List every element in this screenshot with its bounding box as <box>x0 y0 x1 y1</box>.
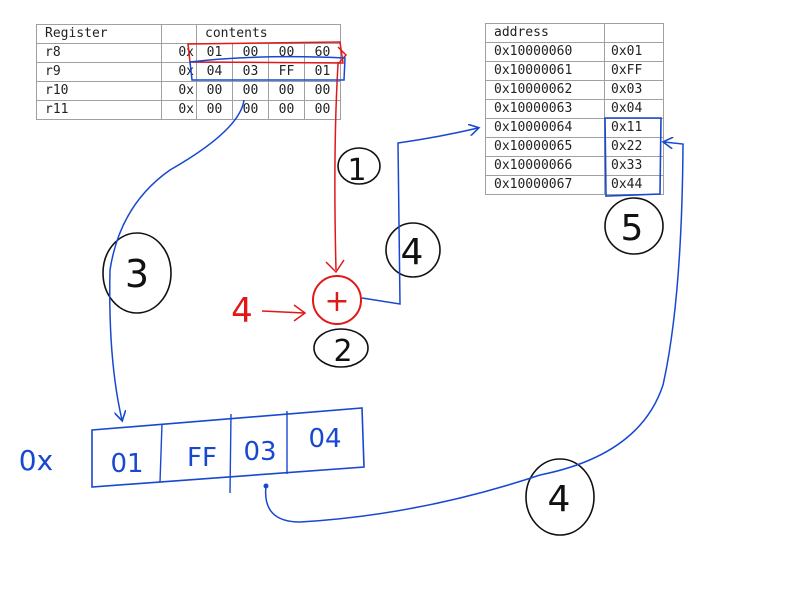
adder-plus-symbol: + <box>324 284 349 319</box>
memory-address: 0x10000067 <box>485 175 605 195</box>
memory-value: 0x11 <box>604 118 664 138</box>
step-3-label: 3 <box>125 252 149 296</box>
register-row-r10: r10 0x 00 00 00 00 <box>36 81 341 101</box>
loaded-byte: 04 <box>308 424 341 454</box>
word-to-memory-arrow <box>264 142 684 523</box>
loaded-word-label: 0x <box>19 444 53 477</box>
register-byte: 00 <box>304 81 341 101</box>
memory-value: 0xFF <box>604 61 664 81</box>
memory-row: 0x10000067 0x44 <box>485 175 664 195</box>
word-to-memory-start-dot <box>263 483 269 489</box>
memory-value: 0x44 <box>604 175 664 195</box>
step-5-label: 5 <box>621 208 644 249</box>
register-table-header: Register contents <box>36 24 341 44</box>
r8-highlight-box <box>187 41 344 64</box>
register-name: r11 <box>36 100 162 120</box>
r9-highlight-box <box>189 55 346 81</box>
step-1-circle <box>337 147 381 185</box>
register-row-r11: r11 0x 00 00 00 00 <box>36 100 341 120</box>
register-byte: 00 <box>268 43 305 63</box>
memory-value: 0x03 <box>604 80 664 100</box>
step-2-label: 2 <box>333 334 352 369</box>
memory-store-box <box>604 117 662 197</box>
memory-table-header: address <box>485 23 664 43</box>
memory-table: address 0x10000060 0x01 0x10000061 0xFF … <box>485 23 664 195</box>
adder-circle <box>312 275 362 325</box>
memory-row: 0x10000062 0x03 <box>485 80 664 100</box>
loaded-word-box <box>91 407 365 488</box>
loaded-byte: 01 <box>110 449 143 479</box>
hex-prefix: 0x <box>161 100 197 120</box>
memory-row: 0x10000066 0x33 <box>485 156 664 176</box>
step-2-circle <box>313 328 369 368</box>
loaded-byte: 03 <box>243 437 276 467</box>
step-1-label: 1 <box>347 153 366 188</box>
r8-arrow-head <box>325 259 345 274</box>
step-3-circle <box>102 232 172 314</box>
address-column-header: address <box>485 23 605 43</box>
memory-row: 0x10000060 0x01 <box>485 42 664 62</box>
step-4-label-lower: 4 <box>548 479 571 520</box>
loaded-byte: FF <box>187 443 217 473</box>
register-byte: 00 <box>268 100 305 120</box>
step-4-circle-upper <box>385 222 441 278</box>
step-5-circle <box>604 197 664 255</box>
step-4-circle-lower <box>525 458 595 536</box>
register-byte: 00 <box>304 100 341 120</box>
memory-row: 0x10000064 0x11 <box>485 118 664 138</box>
memory-value: 0x33 <box>604 156 664 176</box>
register-table: Register contents r8 0x 01 00 00 60 r9 0… <box>36 24 341 120</box>
offset-label: 4 <box>231 291 253 331</box>
adder-to-memory-arrow <box>361 128 478 305</box>
r8-to-adder-arrow <box>334 46 348 271</box>
memory-row: 0x10000065 0x22 <box>485 137 664 157</box>
memory-address: 0x10000066 <box>485 156 605 176</box>
register-byte: 00 <box>196 81 233 101</box>
loaded-word-dividers <box>159 411 288 494</box>
offset-arrow <box>261 304 307 322</box>
register-to-word-arrow <box>109 99 245 420</box>
memory-address: 0x10000065 <box>485 137 605 157</box>
step-4-label-upper: 4 <box>401 232 424 273</box>
